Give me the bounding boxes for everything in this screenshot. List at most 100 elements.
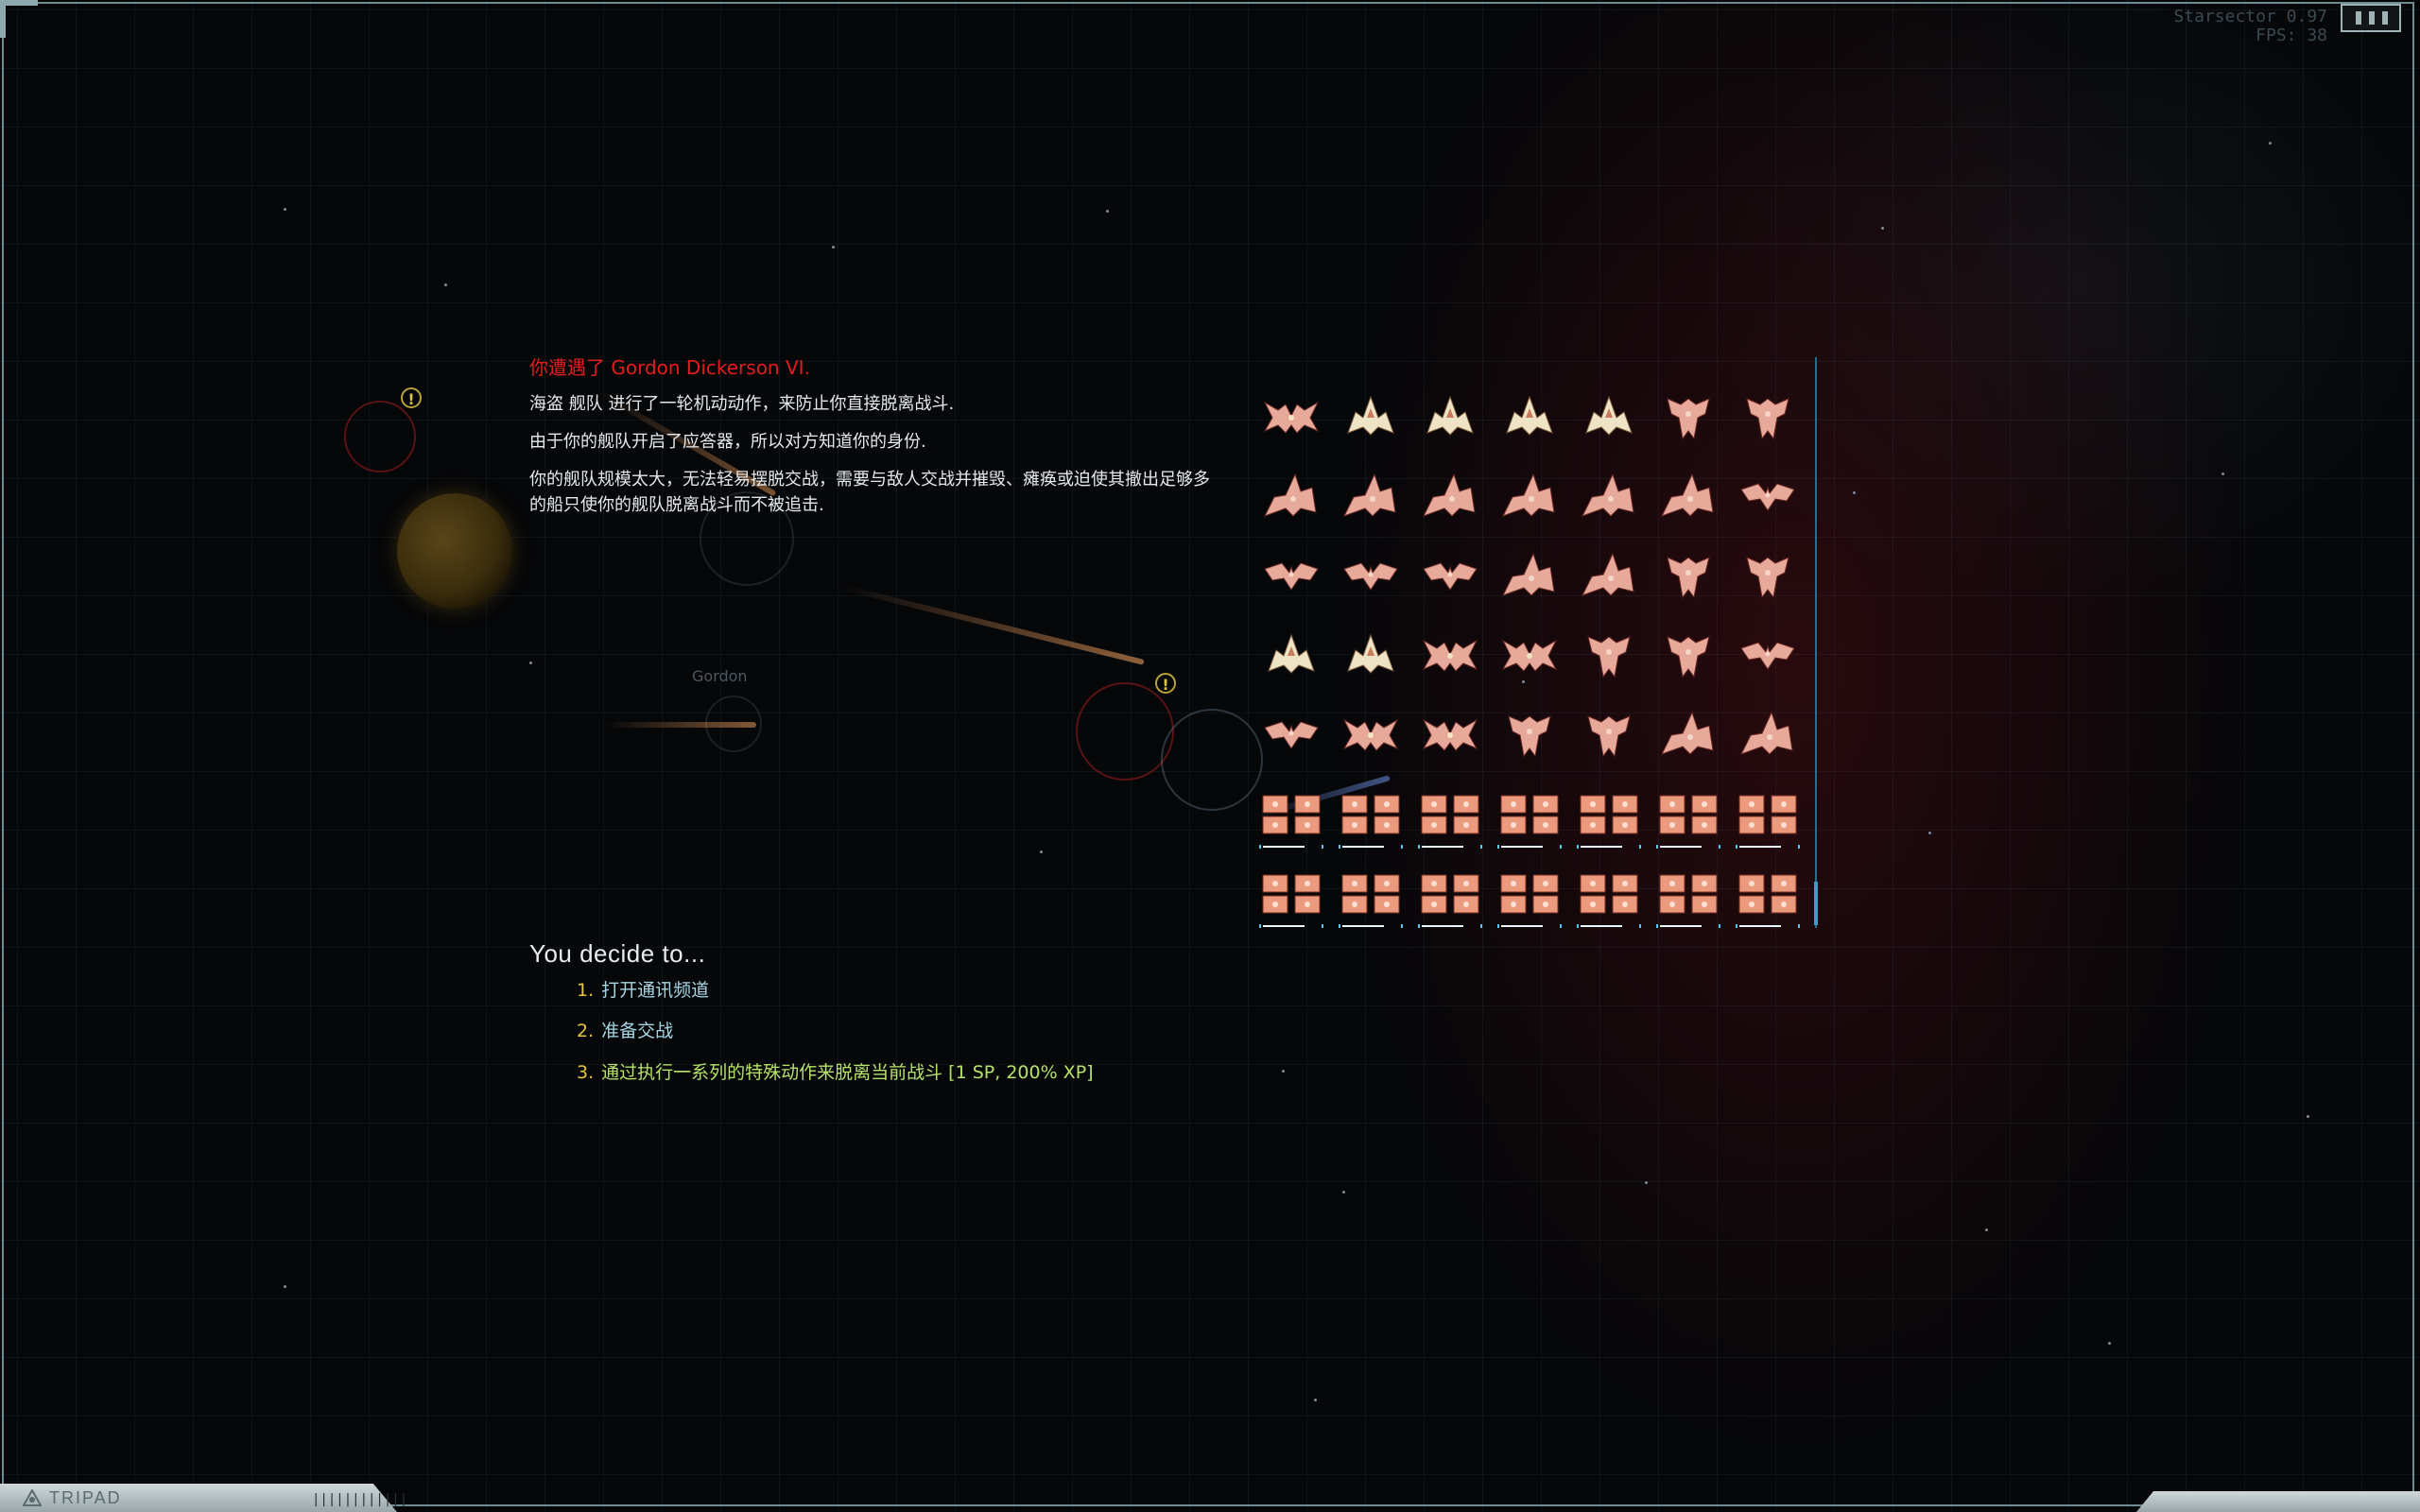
ship-arrow-cream-icon[interactable]	[1337, 389, 1405, 457]
ship-arrow-red-icon[interactable]	[1416, 469, 1484, 537]
star	[1881, 227, 1884, 230]
hull-bar	[1577, 845, 1641, 849]
planet[interactable]	[397, 493, 512, 609]
ship-tri-wing-icon[interactable]	[1416, 707, 1484, 775]
player-fleet-marker[interactable]	[1161, 709, 1263, 811]
ship-fighter-wing-icon[interactable]	[1734, 786, 1802, 854]
hull-bar	[1656, 924, 1720, 928]
ship-fighter-wing-icon[interactable]	[1495, 866, 1564, 934]
ship-arrow-red-icon[interactable]	[1654, 469, 1722, 537]
hull-bar	[1418, 924, 1482, 928]
ship-arrow-red-icon[interactable]	[1575, 469, 1643, 537]
ship-moth-icon[interactable]	[1257, 548, 1325, 616]
ship-fighter-wing-icon[interactable]	[1337, 786, 1405, 854]
pirate-fleet-marker[interactable]	[1076, 682, 1174, 781]
ship-claw-icon[interactable]	[1575, 707, 1643, 775]
ship-arrow-cream-icon[interactable]	[1495, 389, 1564, 457]
ship-tri-wing-icon[interactable]	[1416, 627, 1484, 696]
hull-bar	[1259, 845, 1323, 849]
fps-label: FPS: 38	[2256, 26, 2327, 45]
star	[2108, 1342, 2111, 1345]
hull-bar	[1497, 845, 1562, 849]
ship-claw-icon[interactable]	[1654, 548, 1722, 616]
menu-button[interactable]	[2341, 4, 2401, 32]
star	[1928, 832, 1931, 834]
ship-fighter-wing-icon[interactable]	[1257, 786, 1325, 854]
star	[1314, 1399, 1317, 1401]
ship-moth-icon[interactable]	[1734, 627, 1802, 696]
option-number: 1.	[577, 980, 595, 1001]
ship-fighter-wing-icon[interactable]	[1257, 866, 1325, 934]
hull-bar	[1656, 845, 1720, 849]
hull-bar	[1497, 924, 1562, 928]
ship-fighter-wing-icon[interactable]	[1575, 866, 1643, 934]
ship-arrow-red-icon[interactable]	[1734, 707, 1802, 775]
fleet-scrollbar-thumb[interactable]	[1814, 882, 1818, 925]
ship-claw-icon[interactable]	[1575, 627, 1643, 696]
ship-tri-wing-icon[interactable]	[1337, 707, 1405, 775]
ship-arrow-red-icon[interactable]	[1495, 469, 1564, 537]
option-text: 打开通讯频道	[601, 980, 710, 1001]
star	[1342, 1191, 1345, 1194]
star	[2221, 472, 2224, 475]
pirate-fleet-marker[interactable]	[344, 401, 416, 472]
option-special-maneuver[interactable]: 3.通过执行一系列的特殊动作来脱离当前战斗 [1 SP, 200% XP]	[577, 1058, 1094, 1084]
option-open-comms[interactable]: 1. 打开通讯频道	[577, 976, 709, 1002]
ship-arrow-red-icon[interactable]	[1575, 548, 1643, 616]
option-text: 通过执行一系列的特殊动作来脱离当前战斗 [1 SP, 200% XP]	[601, 1062, 1094, 1083]
frame-corner	[0, 0, 38, 6]
ship-fighter-wing-icon[interactable]	[1654, 866, 1722, 934]
alert-icon: !	[1155, 673, 1176, 694]
fleet-scrollbar[interactable]	[1814, 357, 1818, 928]
star	[1282, 1070, 1285, 1073]
ship-moth-icon[interactable]	[1257, 707, 1325, 775]
faction-status-ticks: ||||||||||||	[312, 1492, 408, 1507]
star	[1853, 491, 1856, 494]
ship-claw-icon[interactable]	[1495, 707, 1564, 775]
fleet-map-label: Gordon	[692, 667, 748, 685]
star	[1040, 850, 1043, 853]
ship-fighter-wing-icon[interactable]	[1575, 786, 1643, 854]
ship-arrow-cream-icon[interactable]	[1416, 389, 1484, 457]
ship-fighter-wing-icon[interactable]	[1495, 786, 1564, 854]
ship-arrow-red-icon[interactable]	[1654, 707, 1722, 775]
ship-claw-icon[interactable]	[1734, 389, 1802, 457]
ship-fighter-wing-icon[interactable]	[1416, 786, 1484, 854]
ship-arrow-red-icon[interactable]	[1257, 469, 1325, 537]
ship-tri-wing-icon[interactable]	[1495, 627, 1564, 696]
star	[1645, 1181, 1648, 1184]
encounter-paragraph: 海盗 舰队 进行了一轮机动动作，来防止你直接脱离战斗.	[529, 394, 955, 414]
star	[1106, 210, 1109, 213]
ship-arrow-cream-icon[interactable]	[1575, 389, 1643, 457]
faction-tag	[0, 1484, 397, 1512]
ship-moth-icon[interactable]	[1337, 548, 1405, 616]
ship-tri-wing-icon[interactable]	[1257, 389, 1325, 457]
hull-bar	[1577, 924, 1641, 928]
fleet-marker[interactable]	[700, 491, 794, 586]
ship-fighter-wing-icon[interactable]	[1416, 866, 1484, 934]
ship-claw-icon[interactable]	[1654, 389, 1722, 457]
option-text: 准备交战	[601, 1021, 674, 1041]
fps-readout: Starsector 0.97 FPS: 38	[2173, 8, 2327, 45]
faction-logo-icon	[23, 1489, 42, 1506]
star	[1985, 1228, 1988, 1231]
hull-bar	[1259, 924, 1323, 928]
option-prepare-engage[interactable]: 2.准备交战	[577, 1017, 673, 1042]
ship-moth-icon[interactable]	[1734, 469, 1802, 537]
decision-heading: You decide to...	[529, 939, 706, 968]
ship-moth-icon[interactable]	[1416, 548, 1484, 616]
ship-arrow-cream-icon[interactable]	[1337, 627, 1405, 696]
ship-arrow-red-icon[interactable]	[1495, 548, 1564, 616]
ship-fighter-wing-icon[interactable]	[1654, 786, 1722, 854]
star	[284, 1285, 286, 1288]
ship-fighter-wing-icon[interactable]	[1734, 866, 1802, 934]
encounter-title: 你遭遇了 Gordon Dickerson VI.	[529, 356, 810, 379]
star	[444, 284, 447, 286]
star	[284, 208, 286, 211]
ship-arrow-red-icon[interactable]	[1337, 469, 1405, 537]
ship-claw-icon[interactable]	[1734, 548, 1802, 616]
ship-arrow-cream-icon[interactable]	[1257, 627, 1325, 696]
alert-icon: !	[401, 387, 422, 408]
ship-claw-icon[interactable]	[1654, 627, 1722, 696]
ship-fighter-wing-icon[interactable]	[1337, 866, 1405, 934]
